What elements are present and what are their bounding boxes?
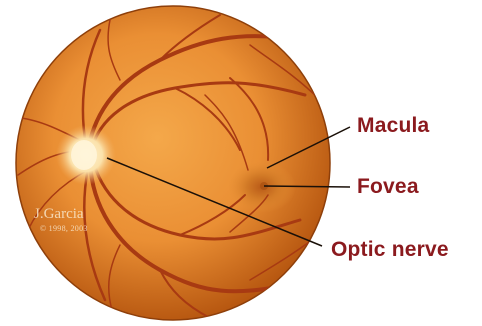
fovea-pointer-line bbox=[264, 186, 350, 187]
label-optic-nerve: Optic nerve bbox=[331, 239, 449, 260]
artist-signature: J.Garcia bbox=[34, 207, 84, 222]
label-fovea: Fovea bbox=[357, 176, 419, 197]
copyright-text: © 1998, 2003 bbox=[40, 225, 88, 233]
label-macula: Macula bbox=[357, 115, 429, 136]
optic-cup bbox=[71, 140, 97, 170]
